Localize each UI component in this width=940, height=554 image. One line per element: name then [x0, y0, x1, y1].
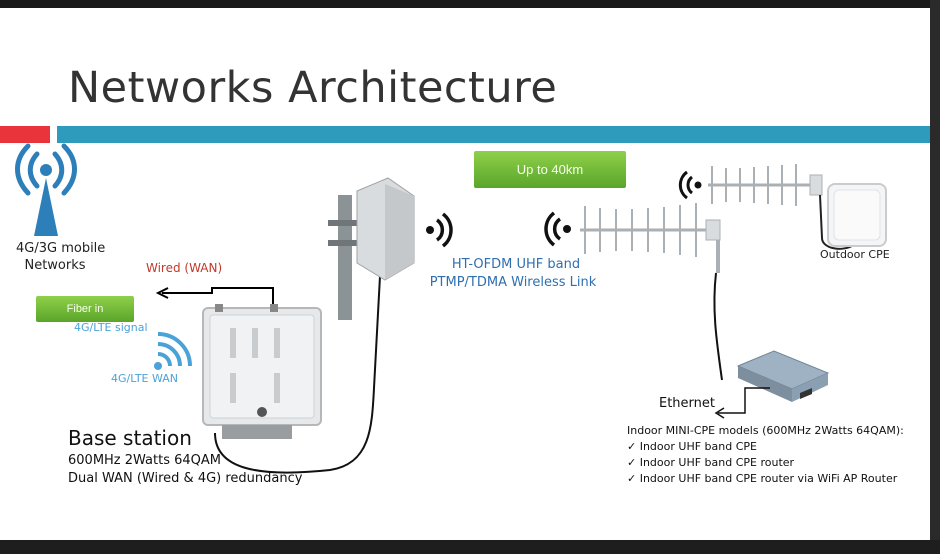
wired-wan-label: Wired (WAN) [146, 261, 223, 275]
lte-wan-label: 4G/LTE WAN [111, 372, 179, 385]
panel-antenna [328, 177, 415, 320]
fiber-in-button[interactable]: Fiber in [36, 296, 134, 322]
range-button[interactable]: Up to 40km [474, 151, 626, 188]
outdoor-cpe-label: Outdoor CPE [820, 248, 890, 261]
signal-waves-icon [426, 212, 453, 248]
base-station-spec: 600MHz 2Watts 64QAM [68, 453, 222, 468]
arrow-left-icon [714, 387, 770, 419]
indoor-model-item: ✓ Indoor UHF band CPE router [627, 456, 795, 469]
wifi-icon [154, 332, 192, 370]
signal-waves-icon [544, 211, 571, 247]
mobile-networks-line1: 4G/3G mobile [16, 241, 106, 256]
base-station-redundancy: Dual WAN (Wired & 4G) redundancy [68, 471, 303, 486]
rf-cable [214, 275, 381, 474]
indoor-model-item: ✓ Indoor UHF band CPE [627, 440, 757, 453]
broadcast-tower-icon [15, 143, 77, 236]
lte-signal-label: 4G/LTE signal [74, 321, 148, 334]
diagram-art [15, 143, 887, 474]
outdoor-cpe-device [819, 183, 887, 250]
base-station-title: Base station [68, 426, 192, 450]
indoor-model-item: ✓ Indoor UHF band CPE router via WiFi AP… [627, 472, 898, 485]
mobile-networks-label: 4G/3G mobile Networks [16, 240, 106, 274]
signal-waves-icon [678, 170, 702, 200]
link-title: HT-OFDM UHF band [451, 257, 581, 272]
accent-bar-red [0, 126, 50, 143]
window-edge-bottom [0, 540, 940, 554]
wired-wan-line [155, 287, 274, 310]
base-station-device [202, 304, 322, 439]
ethernet-cable [713, 272, 723, 381]
indoor-mini-cpe-device [736, 350, 830, 402]
accent-bar-teal [57, 126, 930, 143]
slide: Networks Architecture [0, 8, 930, 540]
link-subtitle: PTMP/TDMA Wireless Link [429, 275, 597, 290]
yagi-antenna-upper [708, 164, 823, 206]
ethernet-label: Ethernet [659, 396, 715, 411]
indoor-models-title: Indoor MINI-CPE models (600MHz 2Watts 64… [627, 424, 904, 437]
page-title: Networks Architecture [68, 63, 558, 113]
window-edge-right [930, 0, 940, 554]
mobile-networks-line2: Networks [24, 258, 86, 273]
yagi-antenna-lower [580, 203, 721, 273]
